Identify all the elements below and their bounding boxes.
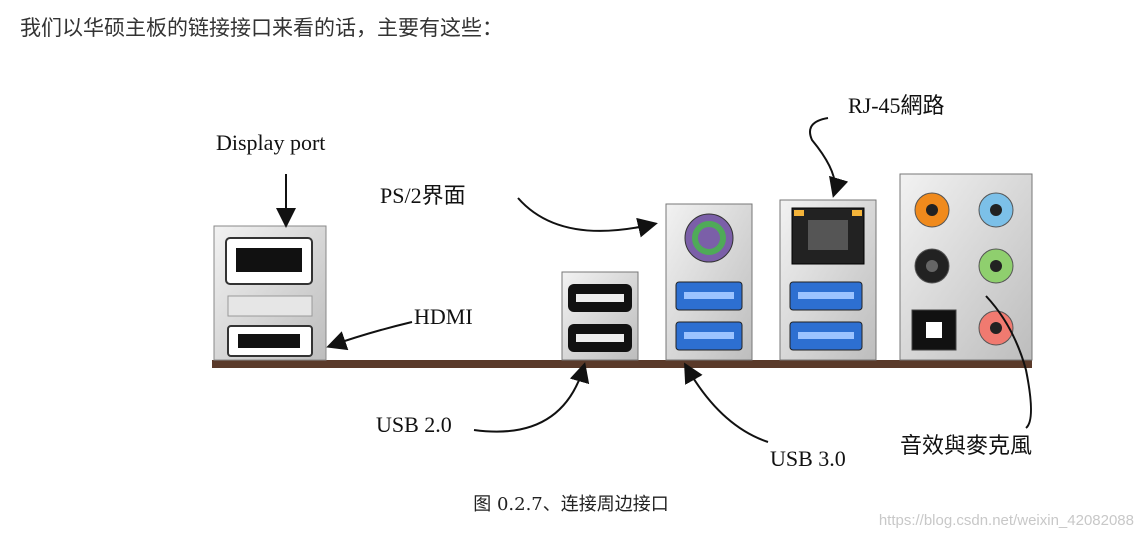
io-panel-figure: Display port HDMI PS/2界面 USB 2.0 USB 3.0… [200,70,1060,471]
figure-caption: 图 0.2.7、连接周边接口 [473,494,669,515]
label-rj45: RJ-45網路 [848,93,945,118]
rj45-usb3-stack [779,199,877,361]
rj45-port [791,207,865,265]
label-usb3: USB 3.0 [770,446,846,471]
intro-text: 我们以华硕主板的链接接口来看的话，主要有这些： [20,16,503,40]
board-edge [212,360,1032,368]
label-audio: 音效與麥克風 [900,433,1033,458]
arrow-hdmi [326,321,413,351]
arrow-ps2 [517,197,658,238]
label-hdmi: HDMI [414,304,473,329]
label-display-port: Display port [216,130,326,155]
displayport-hdmi-block [213,225,327,361]
label-ps2: PS/2界面 [380,183,466,208]
arrow-usb2 [473,362,590,433]
leader-audio [985,295,1032,429]
ps2-usb3-stack [665,203,753,361]
io-panel-illustration [212,117,1033,443]
label-usb2: USB 2.0 [376,412,452,437]
usb2-stack [561,271,639,361]
audio-block [899,173,1033,361]
arrow-rj45 [809,117,849,198]
watermark: https://blog.csdn.net/weixin_42082088 [878,512,1134,529]
arrow-usb3 [684,362,769,443]
